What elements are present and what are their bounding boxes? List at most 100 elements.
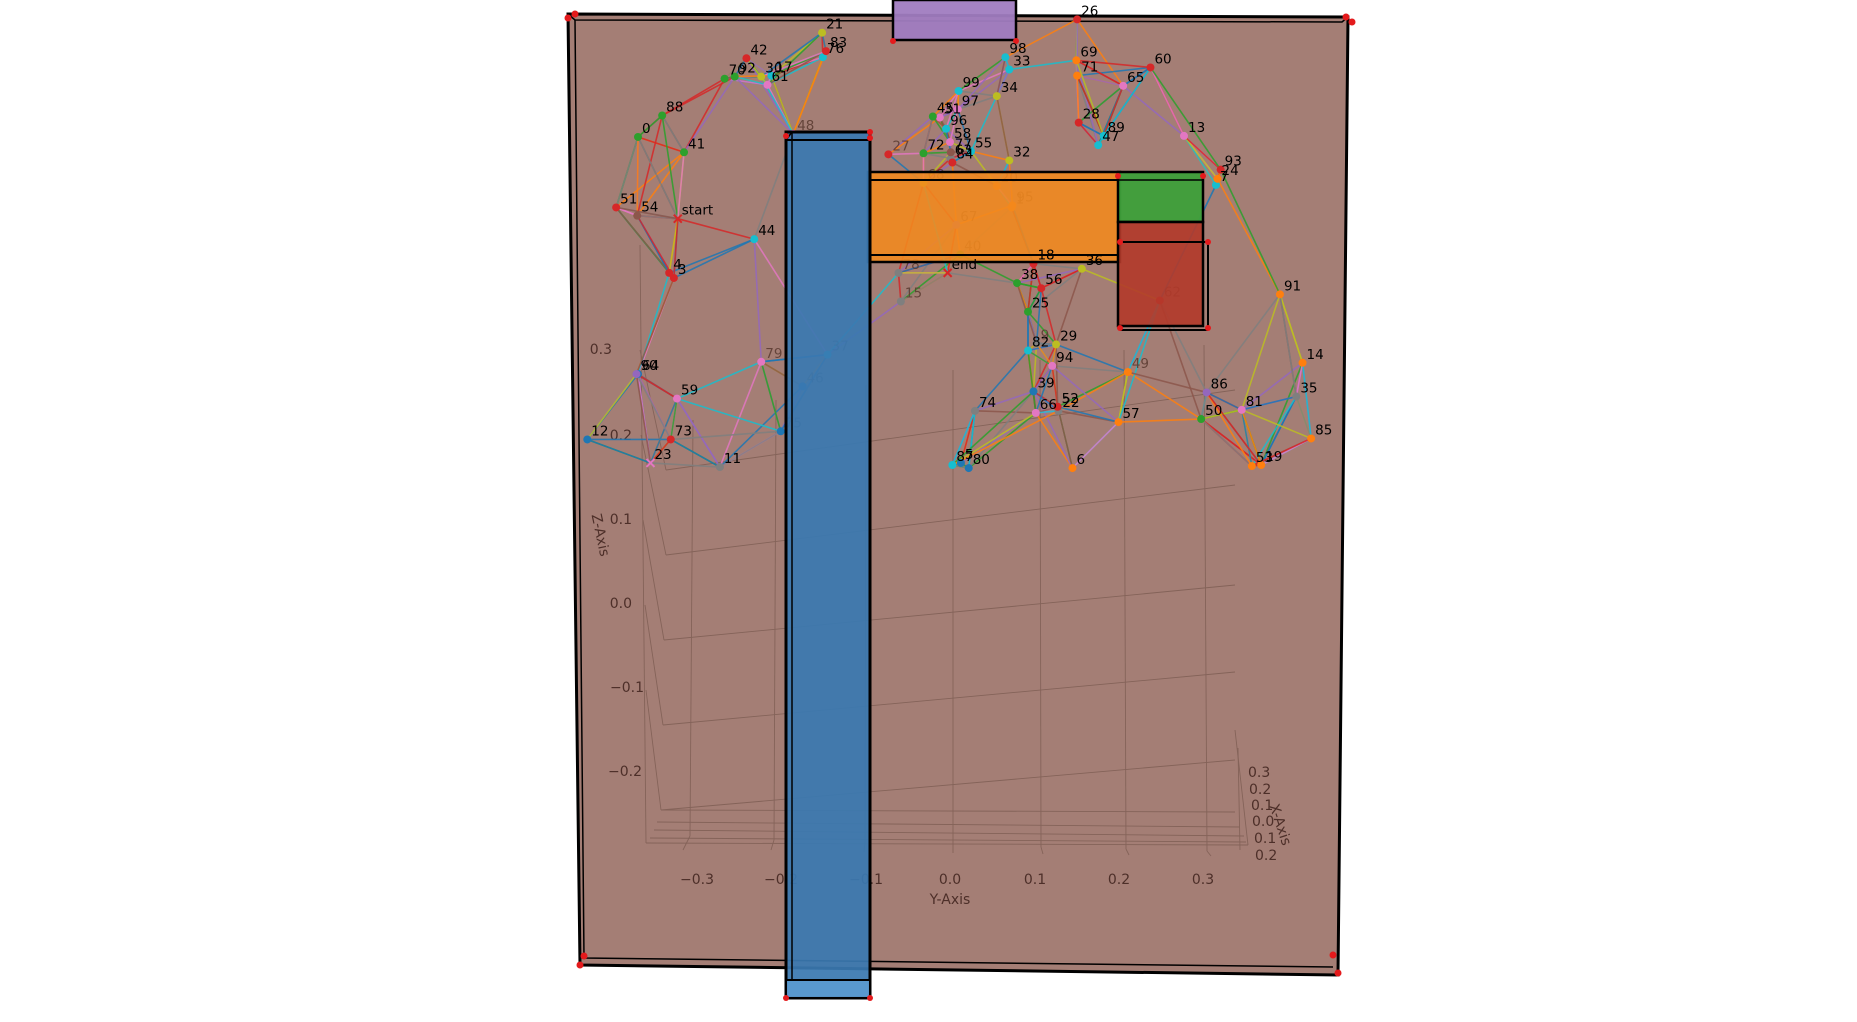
node-label: 19: [1265, 449, 1282, 465]
graph-edge: [897, 272, 902, 302]
node-marker: [1094, 141, 1103, 150]
node-label: 21: [826, 17, 843, 33]
node-marker: [953, 105, 962, 114]
node-marker: [757, 357, 766, 366]
graph-edge: [1032, 344, 1057, 392]
graph-edge: [615, 206, 675, 279]
node-label: 89: [1108, 120, 1125, 136]
graph-edge: [1279, 294, 1304, 364]
graph-edge: [1035, 412, 1074, 469]
node-label: 0: [642, 121, 651, 137]
node-label: 4: [673, 257, 682, 273]
node-marker: [919, 149, 928, 158]
graph-edge: [974, 390, 1034, 412]
graph-edge: [1102, 85, 1124, 137]
node-marker: [992, 92, 1001, 101]
graph-edge: [1078, 85, 1124, 124]
node-marker: [970, 406, 979, 415]
graph-edge: [1301, 362, 1312, 439]
graph-edge: [745, 57, 772, 77]
graph-edge: [1279, 294, 1298, 397]
node-label: 17: [775, 60, 792, 76]
node-label: 48: [797, 118, 814, 134]
graph-edge: [970, 150, 1010, 162]
node-label: 71: [1081, 60, 1098, 76]
graph-edge: [1205, 392, 1253, 467]
graph-edge: [1033, 262, 1082, 270]
node-marker: [948, 158, 957, 167]
node-label: 66: [1040, 397, 1057, 413]
node-label: 73: [675, 423, 692, 439]
x-tick: 0.2: [1255, 848, 1277, 864]
graph-edge: [1035, 288, 1043, 344]
graph-edge: [792, 50, 827, 135]
node-marker: [1257, 461, 1266, 470]
x-tick: 0.3: [1248, 765, 1270, 781]
graph-edge: [636, 115, 663, 216]
graph-edge: [1016, 263, 1035, 284]
graph-edge: [1127, 371, 1202, 420]
node-label: 33: [1013, 53, 1030, 69]
graph-edge: [974, 350, 1029, 412]
graph-edge: [1005, 18, 1078, 58]
node-label: 77: [955, 136, 972, 152]
graph-edge: [888, 152, 924, 156]
node-marker: [821, 47, 830, 56]
graph-edge: [661, 75, 736, 117]
graph-edge: [947, 272, 1018, 284]
graph-edge: [1205, 293, 1281, 393]
graph-edge: [719, 361, 762, 468]
z-tick: −0.2: [608, 764, 642, 780]
graph-edge: [923, 152, 951, 160]
graph-edge: [1206, 391, 1243, 411]
node-marker: [763, 80, 772, 89]
node-marker: [1307, 434, 1316, 443]
x-tick: 0.2: [1249, 782, 1271, 798]
node-label: 91: [1284, 278, 1301, 294]
graph-edge: [996, 57, 1007, 97]
node-marker: [1029, 387, 1038, 396]
graph-edge: [635, 373, 652, 464]
node-label: 96: [950, 113, 967, 129]
graph-edge: [661, 115, 679, 219]
graph-edge: [636, 136, 639, 216]
graph-edge: [1241, 395, 1297, 411]
node-marker: [1024, 346, 1032, 355]
node-label: 12: [591, 423, 608, 439]
graph-edge: [673, 238, 755, 279]
node-marker: [673, 214, 683, 224]
graph-edge: [1219, 169, 1281, 295]
node-marker: [1216, 165, 1225, 174]
node-label: 47: [1102, 129, 1119, 145]
node-label: 72: [927, 137, 944, 153]
graph-edge: [1027, 350, 1037, 413]
red-box-obstacle: [1115, 173, 1211, 331]
node-label: 24: [1222, 163, 1239, 179]
node-label: 39: [1037, 375, 1054, 391]
graph-edge: [1183, 135, 1219, 180]
node-marker: [750, 235, 759, 244]
graph-edge: [945, 128, 972, 152]
graph-edge: [650, 462, 720, 468]
node-label: 9: [1041, 327, 1050, 343]
node-label: 92: [739, 61, 756, 77]
graph-edge: [1009, 59, 1077, 71]
graph-edge: [1035, 365, 1053, 414]
graph-edge: [616, 206, 678, 220]
graph-edge: [745, 57, 769, 86]
graph-edge: [1240, 409, 1253, 467]
roadmap-edges: [586, 18, 1312, 469]
node-label: 51: [620, 191, 637, 207]
node-label: 69: [1080, 44, 1097, 60]
blue-column-obstacle: [783, 129, 873, 1001]
node-marker: [818, 28, 827, 37]
node-label: 14: [1307, 347, 1324, 363]
node-marker: [1032, 339, 1041, 348]
node-marker: [1099, 131, 1108, 140]
node-marker: [776, 427, 785, 436]
node-marker: [1048, 361, 1057, 370]
node-marker: [1292, 392, 1301, 401]
graph-edge: [949, 109, 959, 143]
node-marker: [1298, 358, 1307, 367]
